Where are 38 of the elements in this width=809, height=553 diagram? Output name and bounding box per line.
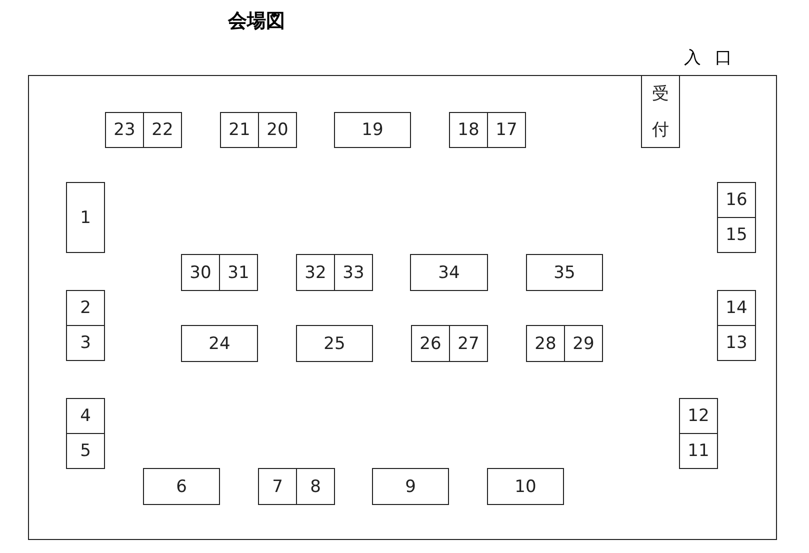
booth-box: 7 <box>258 468 297 505</box>
booth-box: 12 <box>679 398 718 434</box>
booth-box: 18 <box>449 112 488 148</box>
booth-box: 19 <box>334 112 411 148</box>
booth-box: 34 <box>410 254 488 291</box>
entrance-label: 入口 <box>684 47 746 69</box>
booth-box: 9 <box>372 468 449 505</box>
booth-box: 6 <box>143 468 220 505</box>
booth-box: 1 <box>66 182 105 253</box>
booth-box: 23 <box>105 112 144 148</box>
booth-box: 11 <box>679 433 718 469</box>
booth-box: 10 <box>487 468 564 505</box>
reception-desk: 受付 <box>641 75 680 148</box>
booth-box: 5 <box>66 433 105 469</box>
booth-box: 32 <box>296 254 335 291</box>
booth-box: 33 <box>334 254 373 291</box>
booth-box: 26 <box>411 325 450 362</box>
booth-box: 28 <box>526 325 565 362</box>
map-title: 会場図 <box>228 9 285 34</box>
booth-box: 4 <box>66 398 105 434</box>
booth-box: 2 <box>66 290 105 326</box>
booth-box: 21 <box>220 112 259 148</box>
booth-box: 25 <box>296 325 373 362</box>
booth-box: 20 <box>258 112 297 148</box>
booth-box: 8 <box>296 468 335 505</box>
booth-box: 35 <box>526 254 603 291</box>
booth-box: 31 <box>219 254 258 291</box>
booth-box: 17 <box>487 112 526 148</box>
booth-box: 14 <box>717 290 756 326</box>
booth-box: 13 <box>717 325 756 361</box>
booth-box: 29 <box>564 325 603 362</box>
booth-box: 24 <box>181 325 258 362</box>
booth-box: 3 <box>66 325 105 361</box>
booth-box: 30 <box>181 254 220 291</box>
booth-box: 27 <box>449 325 488 362</box>
booth-box: 15 <box>717 217 756 253</box>
booth-box: 16 <box>717 182 756 218</box>
booth-box: 22 <box>143 112 182 148</box>
